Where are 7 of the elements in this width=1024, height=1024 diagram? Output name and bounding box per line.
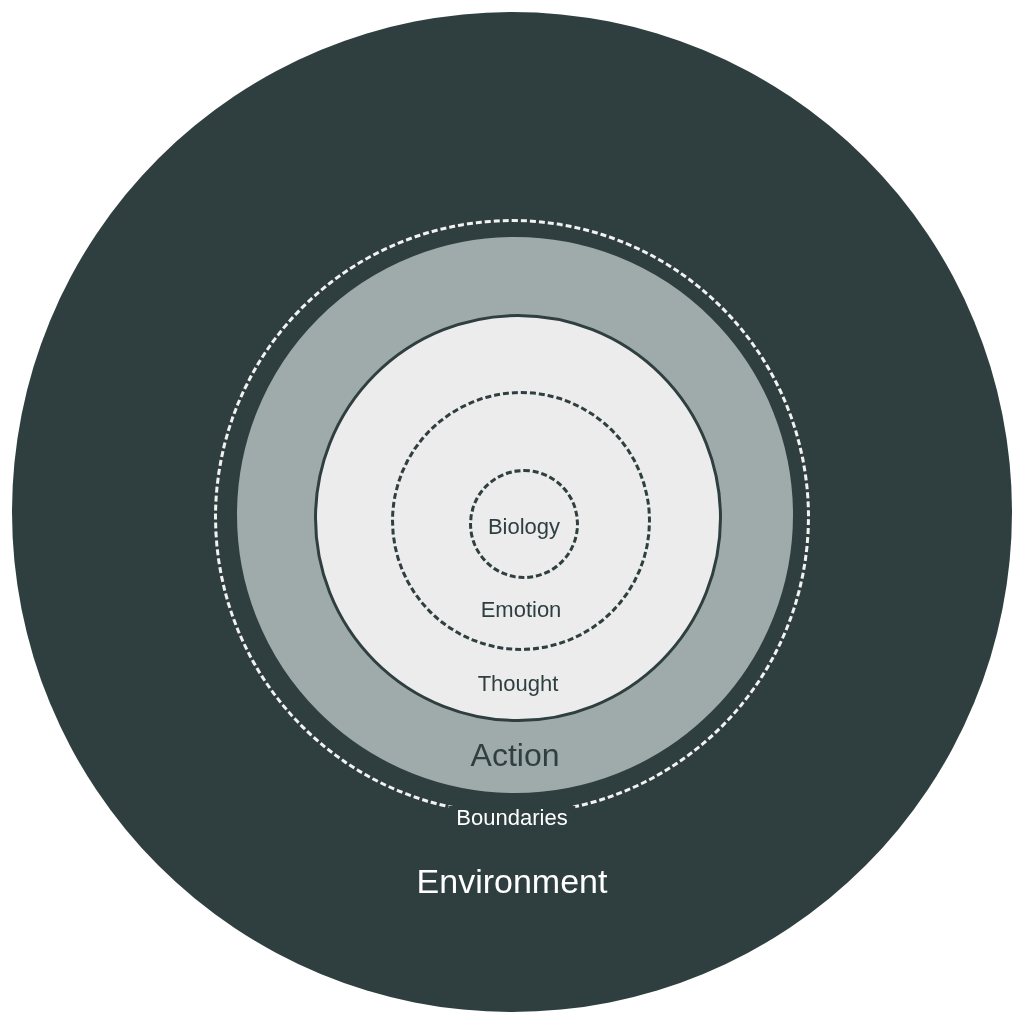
circle-label: Emotion [480,597,562,623]
circle-label: Biology [487,514,561,540]
dashed-circle [469,469,579,579]
circle-label: Action [470,738,560,774]
dashed-circle [391,391,651,651]
circle-label: Thought [477,671,559,697]
circle-label: Environment [416,863,608,901]
